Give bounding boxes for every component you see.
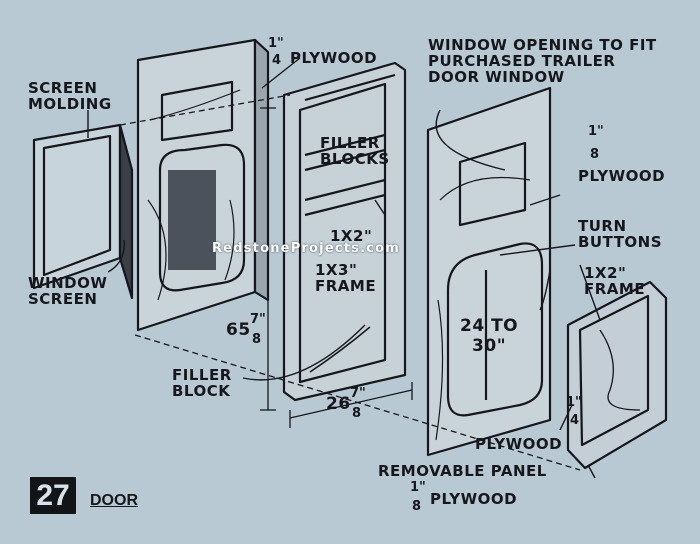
label-opening-size: 24 TO 30" <box>460 316 519 356</box>
label-1x2: 1X2" <box>330 227 373 245</box>
label-plywood-eighth-denominator: 8 <box>590 147 600 162</box>
label-plywood-eighth-bottom-den: 8 <box>412 499 422 514</box>
figure-caption: DOOR <box>90 492 138 509</box>
inner-plywood-panel <box>426 86 552 457</box>
leader-lines <box>87 57 601 479</box>
label-removable-panel: REMOVABLE PANEL <box>378 462 547 480</box>
door-frame <box>282 61 407 402</box>
label-window-opening: WINDOW OPENING TO FIT PURCHASED TRAILER … <box>428 36 657 86</box>
dimension-width-den: 8 <box>352 406 362 421</box>
dimension-lines <box>119 94 581 471</box>
label-plywood-eighth-numerator: 1" <box>588 124 604 139</box>
label-plywood-quarter-panel-num: 1" <box>566 395 582 410</box>
label-plywood-quarter-panel: PLYWOOD <box>475 435 563 453</box>
label-filler-blocks: FILLER BLOCKS <box>320 134 390 168</box>
label-plywood-eighth-right: PLYWOOD <box>578 167 666 185</box>
outer-plywood-panel <box>136 38 270 332</box>
label-window-screen: WINDOW SCREEN <box>28 274 108 308</box>
label-1x3-frame: 1X3" FRAME <box>315 261 377 295</box>
dimension-width-whole: 26 <box>326 394 351 414</box>
removable-panel-drawing <box>566 280 668 470</box>
label-1x2-frame-panel: 1X2" FRAME <box>584 264 646 298</box>
watermark: RedstoneProjects.com <box>212 241 401 256</box>
label-turn-buttons: TURN BUTTONS <box>578 217 663 251</box>
dimension-height-whole: 65 <box>226 320 251 340</box>
label-plywood-eighth-bottom-num: 1" <box>410 480 426 495</box>
figure-number-badge: 27 <box>30 477 76 514</box>
window-screen-drawing <box>32 123 134 300</box>
label-plywood-quarter-top: PLYWOOD <box>290 49 378 67</box>
label-filler-block: FILLER BLOCK <box>172 366 232 400</box>
dimension-width-num: 7" <box>350 386 366 401</box>
label-plywood-quarter-denominator: 4 <box>272 53 282 68</box>
dimension-height-den: 8 <box>252 332 262 347</box>
label-screen-molding: SCREEN MOLDING <box>28 79 112 113</box>
dimension-height-num: 7" <box>250 312 266 327</box>
label-plywood-quarter-numerator: 1" <box>268 36 284 51</box>
label-plywood-quarter-panel-den: 4 <box>570 413 580 428</box>
label-plywood-eighth-bottom: PLYWOOD <box>430 490 518 508</box>
